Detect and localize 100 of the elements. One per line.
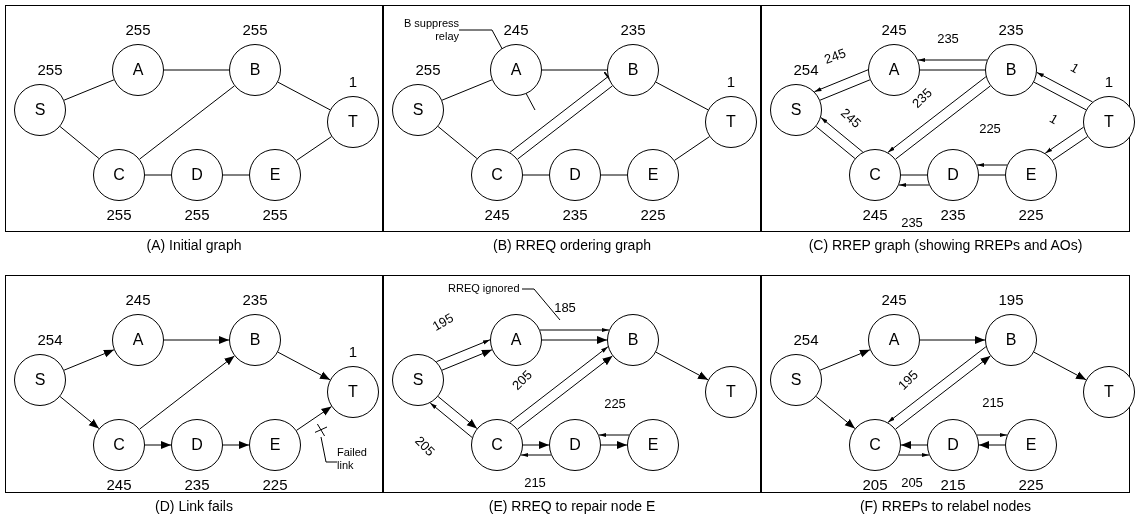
node-letter: B xyxy=(1005,62,1017,78)
edge-label: 215 xyxy=(982,395,1004,409)
connector xyxy=(815,126,856,159)
connector xyxy=(517,355,613,430)
connector xyxy=(900,174,928,176)
connector xyxy=(437,126,478,159)
edge-label: 235 xyxy=(909,85,935,111)
node-value: 225 xyxy=(262,477,288,492)
node-value: 1 xyxy=(1104,74,1114,89)
node-value: 245 xyxy=(881,22,907,37)
node-value: 1 xyxy=(726,74,736,89)
edge-label: 245 xyxy=(838,105,864,131)
node-value: 245 xyxy=(862,207,888,222)
node-value: 235 xyxy=(620,22,646,37)
node-letter: E xyxy=(647,437,659,453)
connector xyxy=(522,441,550,449)
connector xyxy=(522,174,550,176)
connector xyxy=(437,396,478,429)
node-value: 245 xyxy=(484,207,510,222)
node-value: 225 xyxy=(1018,207,1044,222)
node-letter: A xyxy=(510,62,522,78)
message-arrow xyxy=(898,452,930,458)
edge-label: 205 xyxy=(901,475,923,489)
node-value: 235 xyxy=(940,207,966,222)
node-value: 254 xyxy=(37,332,63,347)
node-value: 245 xyxy=(106,477,132,492)
edge-label: 195 xyxy=(430,310,456,334)
node-value: 255 xyxy=(242,22,268,37)
connector xyxy=(441,79,493,101)
node-letter: D xyxy=(947,167,959,183)
message-arrow xyxy=(509,346,609,423)
node-letter: B xyxy=(1005,332,1017,348)
connector xyxy=(541,69,608,71)
connector xyxy=(1033,81,1087,111)
connector xyxy=(296,136,332,161)
message-arrow xyxy=(820,117,864,153)
connector xyxy=(895,355,991,430)
node-value: 254 xyxy=(793,62,819,77)
connector xyxy=(277,81,331,111)
node-value: 245 xyxy=(503,22,529,37)
node-value: 254 xyxy=(793,332,819,347)
connector xyxy=(978,441,1006,449)
node-value: 1 xyxy=(348,74,358,89)
edge-label: 1 xyxy=(1047,111,1061,127)
annotation-text: RREQ ignored xyxy=(448,282,524,295)
connector xyxy=(819,79,871,101)
message-arrow xyxy=(1036,71,1093,103)
connector xyxy=(163,69,230,71)
node-letter: B xyxy=(249,332,261,348)
connector xyxy=(441,349,493,371)
node-value: 195 xyxy=(998,292,1024,307)
connector xyxy=(655,351,709,381)
connector xyxy=(139,85,235,160)
panel-caption: (D) Link fails xyxy=(154,498,234,514)
edge-label: 235 xyxy=(901,215,923,229)
connector xyxy=(900,441,928,449)
edge-label: 205 xyxy=(412,433,438,459)
node-letter: E xyxy=(269,437,281,453)
message-arrow xyxy=(429,402,473,438)
node-value: 255 xyxy=(415,62,441,77)
node-value: 205 xyxy=(862,477,888,492)
panel-caption: (B) RREQ ordering graph xyxy=(492,237,652,253)
panel-caption: (F) RREPs to relabel nodes xyxy=(858,498,1033,514)
node-letter: S xyxy=(34,372,46,388)
connector xyxy=(655,81,709,111)
connector xyxy=(163,336,230,344)
message-arrow xyxy=(1044,126,1085,154)
connector xyxy=(1052,136,1088,161)
node-value: 225 xyxy=(640,207,666,222)
node-letter: T xyxy=(348,384,358,400)
edge-label: 235 xyxy=(937,31,959,45)
connector xyxy=(1033,351,1087,381)
leader-line xyxy=(320,436,338,463)
node-letter: S xyxy=(412,372,424,388)
connector xyxy=(819,349,871,371)
node-value: 245 xyxy=(881,292,907,307)
node-letter: T xyxy=(1104,114,1114,130)
connector xyxy=(277,351,331,381)
message-arrow xyxy=(887,346,987,423)
node-letter: C xyxy=(113,437,125,453)
connector xyxy=(895,85,991,160)
message-arrow xyxy=(520,452,552,458)
node-letter: B xyxy=(627,332,639,348)
node-letter: T xyxy=(726,114,736,130)
message-arrow xyxy=(917,57,988,63)
node-value: 255 xyxy=(37,62,63,77)
connector xyxy=(296,406,332,431)
node-letter: A xyxy=(510,332,522,348)
connector xyxy=(919,69,986,71)
connector xyxy=(222,174,250,176)
node-letter: C xyxy=(869,167,881,183)
connector xyxy=(59,126,100,159)
node-letter: S xyxy=(790,372,802,388)
message-arrow xyxy=(887,76,987,153)
connector xyxy=(222,441,250,449)
message-arrow xyxy=(898,182,930,188)
connector xyxy=(674,136,710,161)
edge-label: 1 xyxy=(1068,60,1082,76)
panel-caption: (E) RREQ to repair node E xyxy=(487,498,657,514)
edge-label: 245 xyxy=(822,46,848,66)
